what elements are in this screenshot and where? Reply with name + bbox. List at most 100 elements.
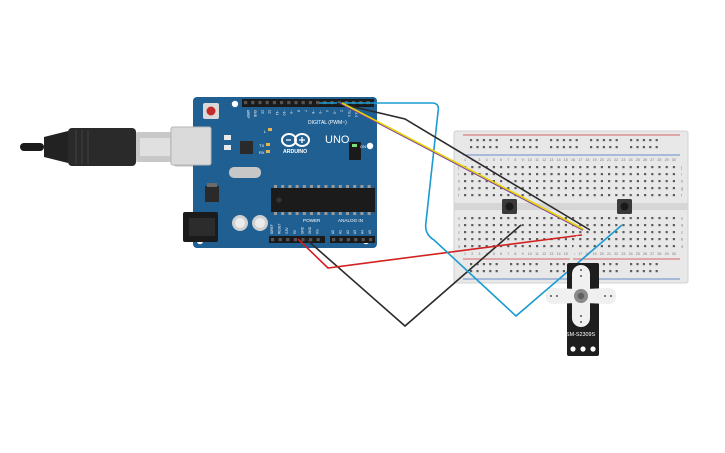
breadboard-hole[interactable]	[550, 231, 553, 234]
breadboard-hole[interactable]	[536, 231, 539, 234]
breadboard-hole[interactable]	[485, 173, 488, 176]
wire-red-5v[interactable]	[297, 234, 583, 269]
breadboard-hole[interactable]	[644, 245, 647, 248]
breadboard-hole[interactable]	[600, 245, 603, 248]
rail-hole[interactable]	[655, 146, 658, 149]
breadboard-hole[interactable]	[622, 180, 625, 183]
breadboard-hole[interactable]	[672, 231, 675, 234]
header-pin[interactable]	[308, 101, 312, 105]
breadboard-hole[interactable]	[492, 187, 495, 190]
breadboard-hole[interactable]	[593, 245, 596, 248]
breadboard-hole[interactable]	[478, 217, 481, 220]
breadboard-hole[interactable]	[478, 231, 481, 234]
rail-hole[interactable]	[476, 270, 479, 273]
rail-hole[interactable]	[642, 146, 645, 149]
breadboard-hole[interactable]	[514, 166, 517, 169]
rail-hole[interactable]	[495, 263, 498, 266]
breadboard-hole[interactable]	[543, 180, 546, 183]
rail-hole[interactable]	[489, 270, 492, 273]
rail-hole[interactable]	[550, 146, 553, 149]
breadboard-hole[interactable]	[550, 217, 553, 220]
breadboard-hole[interactable]	[665, 238, 668, 241]
breadboard-hole[interactable]	[579, 173, 582, 176]
breadboard-hole[interactable]	[608, 217, 611, 220]
breadboard-hole[interactable]	[521, 224, 524, 227]
rail-hole[interactable]	[495, 270, 498, 273]
breadboard-hole[interactable]	[557, 187, 560, 190]
rail-hole[interactable]	[482, 146, 485, 149]
wire-black-2[interactable]	[305, 224, 522, 328]
header-pin[interactable]	[316, 238, 320, 242]
breadboard-hole[interactable]	[629, 173, 632, 176]
breadboard-hole[interactable]	[658, 166, 661, 169]
rail-hole[interactable]	[550, 139, 553, 142]
breadboard-hole[interactable]	[528, 173, 531, 176]
rail-hole[interactable]	[596, 139, 599, 142]
breadboard-hole[interactable]	[586, 173, 589, 176]
rail-hole[interactable]	[556, 139, 559, 142]
breadboard-hole[interactable]	[579, 217, 582, 220]
breadboard-hole[interactable]	[593, 217, 596, 220]
rail-hole[interactable]	[590, 139, 593, 142]
breadboard-hole[interactable]	[644, 217, 647, 220]
breadboard-hole[interactable]	[622, 217, 625, 220]
breadboard-hole[interactable]	[651, 173, 654, 176]
breadboard-hole[interactable]	[593, 180, 596, 183]
breadboard-hole[interactable]	[672, 224, 675, 227]
rail-hole[interactable]	[642, 270, 645, 273]
breadboard-hole[interactable]	[514, 187, 517, 190]
breadboard-hole[interactable]	[478, 245, 481, 248]
breadboard-hole[interactable]	[672, 173, 675, 176]
breadboard-hole[interactable]	[507, 238, 510, 241]
breadboard-hole[interactable]	[608, 224, 611, 227]
breadboard-hole[interactable]	[658, 194, 661, 197]
rail-hole[interactable]	[562, 139, 565, 142]
breadboard-hole[interactable]	[536, 166, 539, 169]
header-pin[interactable]	[354, 238, 358, 242]
breadboard-hole[interactable]	[528, 245, 531, 248]
breadboard-hole[interactable]	[572, 187, 575, 190]
breadboard-hole[interactable]	[471, 224, 474, 227]
rail-hole[interactable]	[510, 270, 513, 273]
breadboard-hole[interactable]	[572, 245, 575, 248]
rail-hole[interactable]	[489, 139, 492, 142]
rail-hole[interactable]	[609, 263, 612, 266]
breadboard-hole[interactable]	[579, 187, 582, 190]
breadboard-hole[interactable]	[608, 245, 611, 248]
breadboard-hole[interactable]	[528, 224, 531, 227]
breadboard-hole[interactable]	[485, 224, 488, 227]
breadboard-hole[interactable]	[492, 217, 495, 220]
breadboard-hole[interactable]	[636, 238, 639, 241]
breadboard-hole[interactable]	[665, 194, 668, 197]
breadboard-hole[interactable]	[543, 245, 546, 248]
rail-hole[interactable]	[476, 146, 479, 149]
rail-hole[interactable]	[596, 146, 599, 149]
breadboard-hole[interactable]	[536, 194, 539, 197]
breadboard-hole[interactable]	[600, 180, 603, 183]
rail-hole[interactable]	[522, 146, 525, 149]
breadboard-hole[interactable]	[658, 238, 661, 241]
breadboard-hole[interactable]	[651, 231, 654, 234]
rail-hole[interactable]	[522, 139, 525, 142]
breadboard-hole[interactable]	[485, 245, 488, 248]
breadboard-hole[interactable]	[644, 180, 647, 183]
breadboard-hole[interactable]	[665, 180, 668, 183]
rail-hole[interactable]	[470, 139, 473, 142]
header-pin[interactable]	[271, 238, 275, 242]
breadboard-hole[interactable]	[658, 187, 661, 190]
breadboard-hole[interactable]	[514, 238, 517, 241]
breadboard-hole[interactable]	[629, 180, 632, 183]
rail-hole[interactable]	[615, 139, 618, 142]
rail-hole[interactable]	[602, 146, 605, 149]
header-pin[interactable]	[251, 101, 255, 105]
breadboard-hole[interactable]	[600, 187, 603, 190]
breadboard-hole[interactable]	[485, 238, 488, 241]
breadboard-hole[interactable]	[464, 224, 467, 227]
breadboard-hole[interactable]	[478, 180, 481, 183]
rail-hole[interactable]	[529, 146, 532, 149]
breadboard-hole[interactable]	[672, 187, 675, 190]
breadboard-hole[interactable]	[593, 166, 596, 169]
breadboard-hole[interactable]	[672, 217, 675, 220]
breadboard-hole[interactable]	[629, 187, 632, 190]
breadboard-hole[interactable]	[492, 166, 495, 169]
